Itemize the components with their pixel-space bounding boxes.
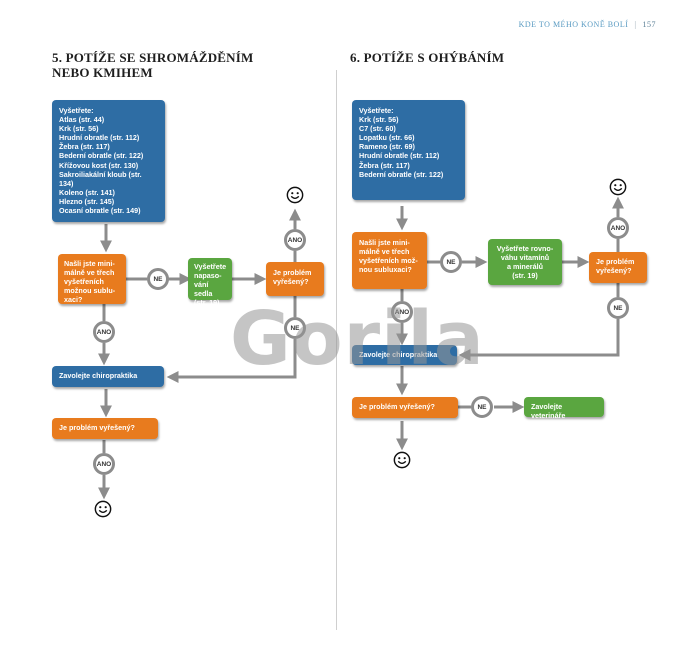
check-item: C7 (str. 60): [359, 124, 396, 134]
chapter-title: KDE TO MÉHO KONĚ BOLÍ: [518, 20, 629, 29]
question-line: nou subluxaci?: [359, 265, 412, 275]
left-call-chiropractor-box: Zavolejte chiropraktika: [52, 366, 164, 387]
left-ano-circle-1: ANO: [93, 321, 115, 343]
check-item: Krk (str. 56): [59, 124, 99, 134]
right-check-box: Vyšetřete: Krk (str. 56) C7 (str. 60) Lo…: [352, 100, 465, 200]
check-heading: Vyšetřete:: [359, 106, 394, 115]
question-line: vyšetřeních: [64, 277, 104, 287]
saddle-line: vání sedla: [194, 280, 213, 299]
running-header: KDE TO MÉHO KONĚ BOLÍ | 157: [519, 20, 656, 29]
check-item: Ocasní obratle (str. 149): [59, 206, 141, 216]
left-subluxation-question: Našli jste mini- málně ve třech vyšetřen…: [58, 254, 126, 304]
check-item: Krk (str. 56): [359, 115, 399, 125]
right-balance-box: Vyšetřete rovno- váhu vitamínů a minerál…: [488, 239, 562, 285]
right-solved-question-2: Je problém vyřešený?: [352, 397, 458, 418]
question-line: Našli jste mini-: [64, 259, 115, 268]
check-item: Hlezno (str. 145): [59, 196, 115, 206]
question-line: Je problém: [273, 268, 312, 277]
check-heading: Vyšetřete:: [59, 106, 94, 115]
check-item: Křížovou kost (str. 130): [59, 160, 139, 170]
left-ne-circle-1: NE: [147, 268, 169, 290]
check-item: Lopatku (str. 66): [359, 133, 415, 143]
right-ano-circle-top: ANO: [607, 217, 629, 239]
right-solved-question-1: Je problém vyřešený?: [589, 252, 647, 283]
left-ne-circle-2: NE: [284, 317, 306, 339]
check-item: Hrudní obratle (str. 112): [359, 151, 440, 161]
question-line: možnou sublu-: [64, 286, 116, 296]
left-solved-question-1: Je problém vyřešený?: [266, 262, 324, 296]
page-number: 157: [642, 20, 656, 29]
question-line: vyřešený?: [273, 277, 309, 287]
section-5-title: 5. POTÍŽE SE SHROMÁŽDĚNÍM NEBO KMIHEM: [52, 50, 253, 80]
left-check-box: Vyšetřete: Atlas (str. 44) Krk (str. 56)…: [52, 100, 165, 222]
saddle-line: (str. 19): [194, 298, 220, 308]
right-ne-circle-3: NE: [471, 396, 493, 418]
balance-line: a minerálů: [507, 262, 543, 272]
saddle-line: napaso-: [194, 271, 222, 281]
question-line: málně ve třech: [359, 247, 410, 257]
smiley-icon: [94, 500, 112, 518]
smiley-icon: [609, 178, 627, 196]
left-ano-circle-2: ANO: [93, 453, 115, 475]
left-ano-circle-top: ANO: [284, 229, 306, 251]
watermark: Gorila: [230, 296, 485, 382]
left-saddle-box: Vyšetřete napaso- vání sedla (str. 19): [188, 258, 232, 307]
check-item: Žebra (str. 117): [359, 160, 410, 170]
right-ne-circle-1: NE: [440, 251, 462, 273]
check-item: Hrudní obratle (str. 112): [59, 133, 140, 143]
right-subluxation-question: Našli jste mini- málně ve třech vyšetřen…: [352, 232, 427, 289]
saddle-line: Vyšetřete: [194, 262, 227, 271]
smiley-icon: [393, 451, 411, 469]
question-line: málně ve třech: [64, 268, 115, 278]
header-separator: |: [634, 20, 637, 29]
check-item: Žebra (str. 117): [59, 142, 110, 152]
section-5-title-line2: NEBO KMIHEM: [52, 65, 153, 80]
check-item: Bederní obratle (str. 122): [359, 169, 444, 179]
right-ano-circle-1: ANO: [391, 301, 413, 323]
check-item: Rameno (str. 69): [359, 142, 415, 152]
question-line: Je problém: [596, 257, 635, 266]
balance-line: váhu vitamínů: [500, 253, 550, 263]
right-call-vet-box: Zavolejte veterináře: [524, 397, 604, 420]
check-item: Koleno (str. 141): [59, 187, 115, 197]
right-ne-circle-2: NE: [607, 297, 629, 319]
left-solved-question-2: Je problém vyřešený?: [52, 418, 158, 439]
section-5-title-line1: 5. POTÍŽE SE SHROMÁŽDĚNÍM: [52, 50, 254, 65]
balance-line: Vyšetřete rovno-: [496, 244, 554, 253]
right-call-chiropractor-box: Zavolejte chiropraktika: [352, 345, 457, 365]
section-6-title: 6. POTÍŽE S OHÝBÁNÍM: [350, 50, 505, 65]
question-line: vyšetřeních mož-: [359, 256, 418, 266]
question-line: xaci?: [64, 295, 83, 305]
check-item: Sakroiliakální kloub (str. 134): [59, 169, 142, 188]
column-divider: [336, 70, 337, 630]
question-line: Našli jste mini-: [359, 238, 410, 247]
smiley-icon: [286, 186, 304, 204]
check-item: Bederní obratle (str. 122): [59, 151, 144, 161]
question-line: vyřešený?: [596, 266, 632, 276]
check-item: Atlas (str. 44): [59, 115, 105, 125]
balance-line: (str. 19): [512, 271, 538, 281]
